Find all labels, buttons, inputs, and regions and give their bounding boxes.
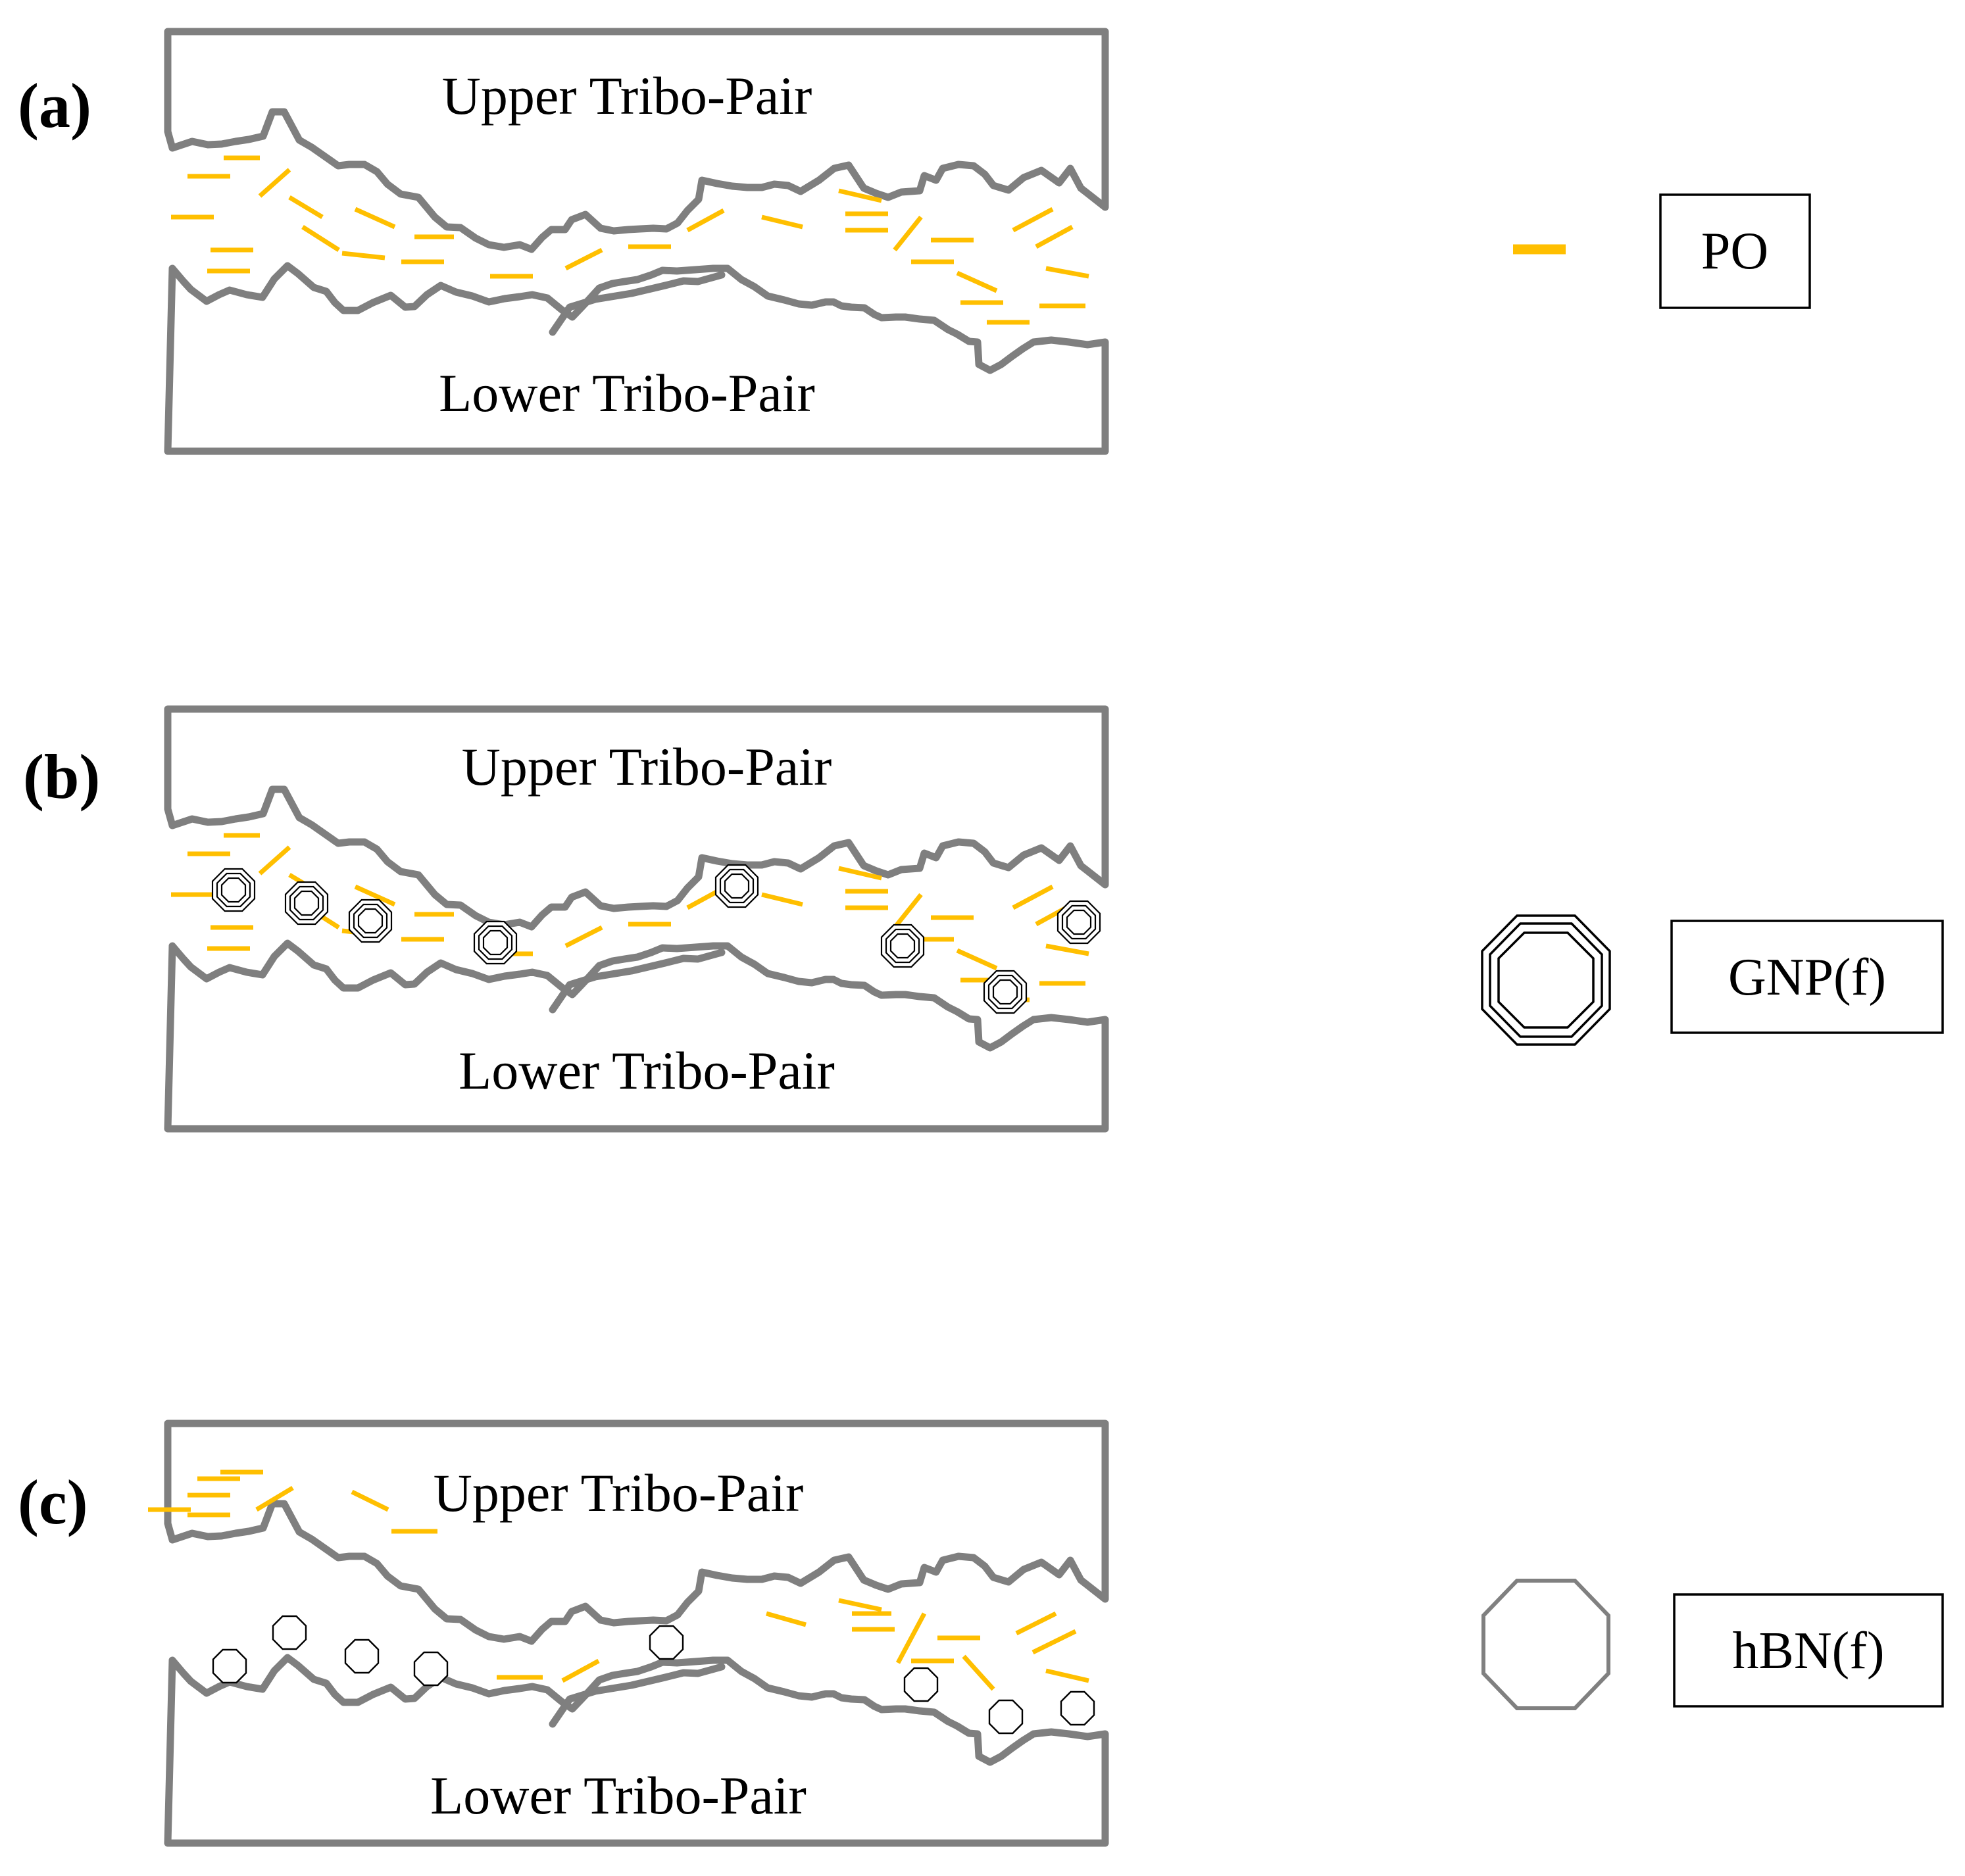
legend-gnp-box [1670, 920, 1944, 1034]
hbn-particle [903, 1667, 939, 1702]
legend-hbn-label: hBN(f) [1732, 1622, 1884, 1680]
legend-po-label: PO [1701, 222, 1768, 280]
hbn-particle [272, 1615, 307, 1650]
hbn-particle [212, 1648, 247, 1684]
panel-c-lower-label: Lower Tribo-Pair [430, 1765, 807, 1825]
panel-b: (b) Upper Tribo-Pair Lower Tribo-Pair [23, 709, 1105, 1129]
legend-gnp-symbol [1481, 914, 1611, 1046]
panel-b-lower-label: Lower Tribo-Pair [459, 1041, 835, 1100]
gnp-particle [983, 970, 1028, 1014]
panel-a-po-particles [171, 158, 1089, 322]
gnp-particle [1057, 900, 1101, 945]
panel-a: (a) Upper Tribo-Pair Lower Tribo-Pair [18, 32, 1105, 451]
gnp-particle [473, 920, 518, 965]
gnp-particle [211, 868, 256, 912]
legend-gnp-label: GNP(f) [1728, 949, 1886, 1006]
panel-a-lower-label: Lower Tribo-Pair [439, 363, 815, 423]
legend-po: PO [1513, 193, 1811, 309]
panel-a-label: (a) [18, 70, 91, 141]
legend-hbn-box [1673, 1593, 1944, 1708]
panel-a-upper-label: Upper Tribo-Pair [442, 66, 812, 126]
panel-b-label: (b) [23, 741, 100, 812]
gnp-particle [284, 881, 329, 926]
legend: PO GNP(f) hBN(f) [1481, 193, 1944, 1710]
hbn-particle [344, 1639, 380, 1674]
panel-c-label: (c) [18, 1467, 88, 1537]
hbn-particle [988, 1699, 1024, 1735]
hbn-particle [649, 1625, 684, 1660]
panel-c: (c) Upper Tribo-Pair Lower Tribo-Pair [18, 1423, 1105, 1843]
gnp-particle [348, 899, 393, 943]
legend-hbn-symbol [1481, 1579, 1610, 1710]
panel-c-upper-label: Upper Tribo-Pair [434, 1463, 804, 1523]
hbn-particle [413, 1651, 449, 1687]
hbn-particle [1060, 1691, 1095, 1726]
panel-c-hbn-particles [212, 1615, 1095, 1735]
gnp-particle [880, 924, 925, 968]
legend-gnp: GNP(f) [1481, 914, 1944, 1046]
panel-b-upper-label: Upper Tribo-Pair [462, 737, 832, 797]
legend-po-box [1659, 193, 1811, 309]
gnp-particle [714, 864, 759, 908]
panel-c-po-particles [148, 1469, 1089, 1691]
legend-hbn: hBN(f) [1481, 1579, 1944, 1710]
